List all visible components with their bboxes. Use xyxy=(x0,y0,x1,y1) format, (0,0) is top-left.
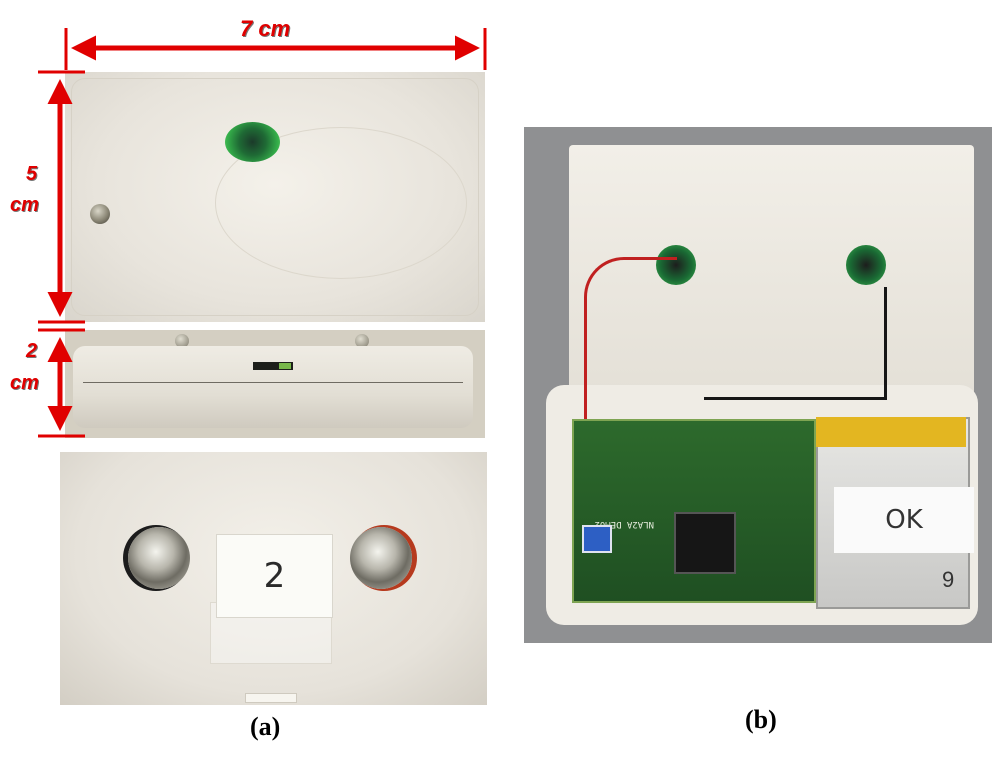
snap-knob-right xyxy=(355,334,369,348)
bottom-view-photo: 2 xyxy=(60,452,487,705)
device-number-label: 2 xyxy=(216,534,333,618)
case-side-body xyxy=(73,346,473,428)
microcontroller-chip xyxy=(674,512,736,574)
top-view-photo xyxy=(65,72,485,322)
screw-head xyxy=(90,204,110,224)
open-case-photo: NLA2A DEM02 OK 9 xyxy=(524,127,992,643)
case-seam xyxy=(83,382,463,383)
height-label-value: 5 xyxy=(26,163,38,185)
width-label: 7 cm xyxy=(240,16,291,41)
black-wire xyxy=(704,287,887,400)
snap-electrode-right xyxy=(350,527,412,589)
potentiometer xyxy=(582,525,612,553)
case-tab xyxy=(245,693,297,703)
snap-knob-left xyxy=(175,334,189,348)
slot-indicator xyxy=(279,363,291,369)
case-recess xyxy=(215,127,467,279)
battery-ok-label: OK xyxy=(834,487,974,553)
battery-number: 9 xyxy=(942,567,955,592)
depth-label-value: 2 xyxy=(26,340,38,362)
green-led xyxy=(225,122,280,162)
red-wire xyxy=(584,257,677,420)
glue-electrode-right xyxy=(846,245,886,285)
case-lid xyxy=(569,145,974,395)
height-label-unit: cm xyxy=(10,194,39,216)
depth-label-unit: cm xyxy=(10,372,39,394)
battery-tab-tape xyxy=(816,417,966,447)
snap-electrode-left xyxy=(128,527,190,589)
charging-slot xyxy=(253,362,293,370)
caption-b: (b) xyxy=(745,705,777,734)
caption-a: (a) xyxy=(250,712,281,741)
side-view-photo xyxy=(65,330,485,438)
